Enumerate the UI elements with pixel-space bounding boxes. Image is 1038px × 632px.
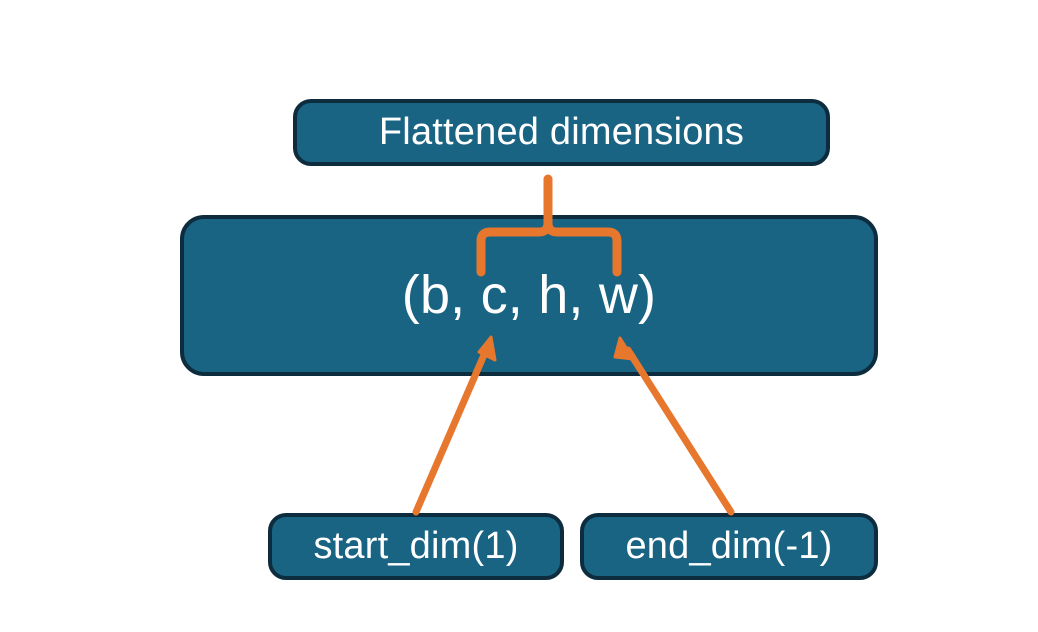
flattened-dimensions-box[interactable]: Flattened dimensions xyxy=(293,99,830,166)
tensor-shape-label: (b, c, h, w) xyxy=(401,264,657,325)
flattened-dimensions-label: Flattened dimensions xyxy=(378,110,745,153)
end-dim-box[interactable]: end_dim(-1) xyxy=(580,513,878,580)
start-dim-label: start_dim(1) xyxy=(313,524,519,567)
tensor-shape-box[interactable]: (b, c, h, w) xyxy=(180,215,878,376)
start-dim-box[interactable]: start_dim(1) xyxy=(268,513,564,580)
end-dim-label: end_dim(-1) xyxy=(625,524,833,567)
